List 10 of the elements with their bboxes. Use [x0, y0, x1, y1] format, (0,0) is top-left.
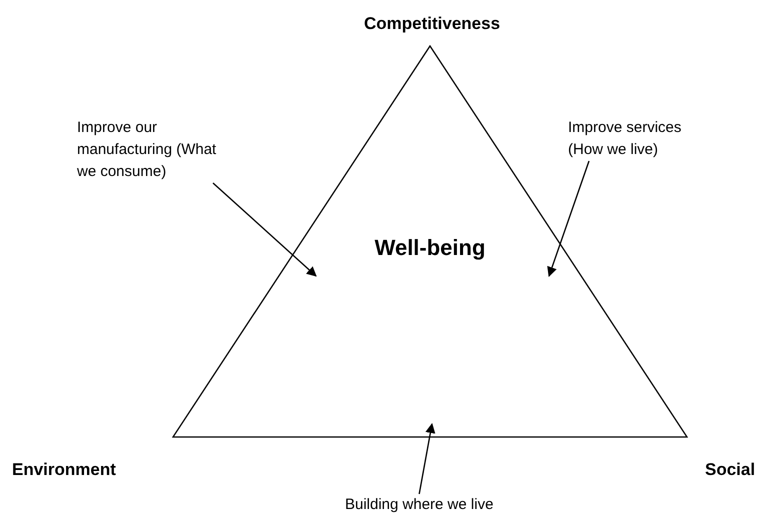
corner-label: Social: [705, 460, 756, 480]
arrow: [547, 160, 590, 277]
corner-label: Environment: [12, 460, 116, 480]
annotation-text: Building where we live: [345, 495, 494, 515]
center-label: Well-being: [374, 235, 486, 261]
corner-label: Competitiveness: [364, 14, 500, 34]
annotation-text: Improve services (How we live): [568, 118, 682, 160]
arrow: [418, 423, 436, 494]
annotation-text: Improve our manufacturing (What we consume): [77, 118, 218, 182]
arrow: [212, 182, 317, 277]
